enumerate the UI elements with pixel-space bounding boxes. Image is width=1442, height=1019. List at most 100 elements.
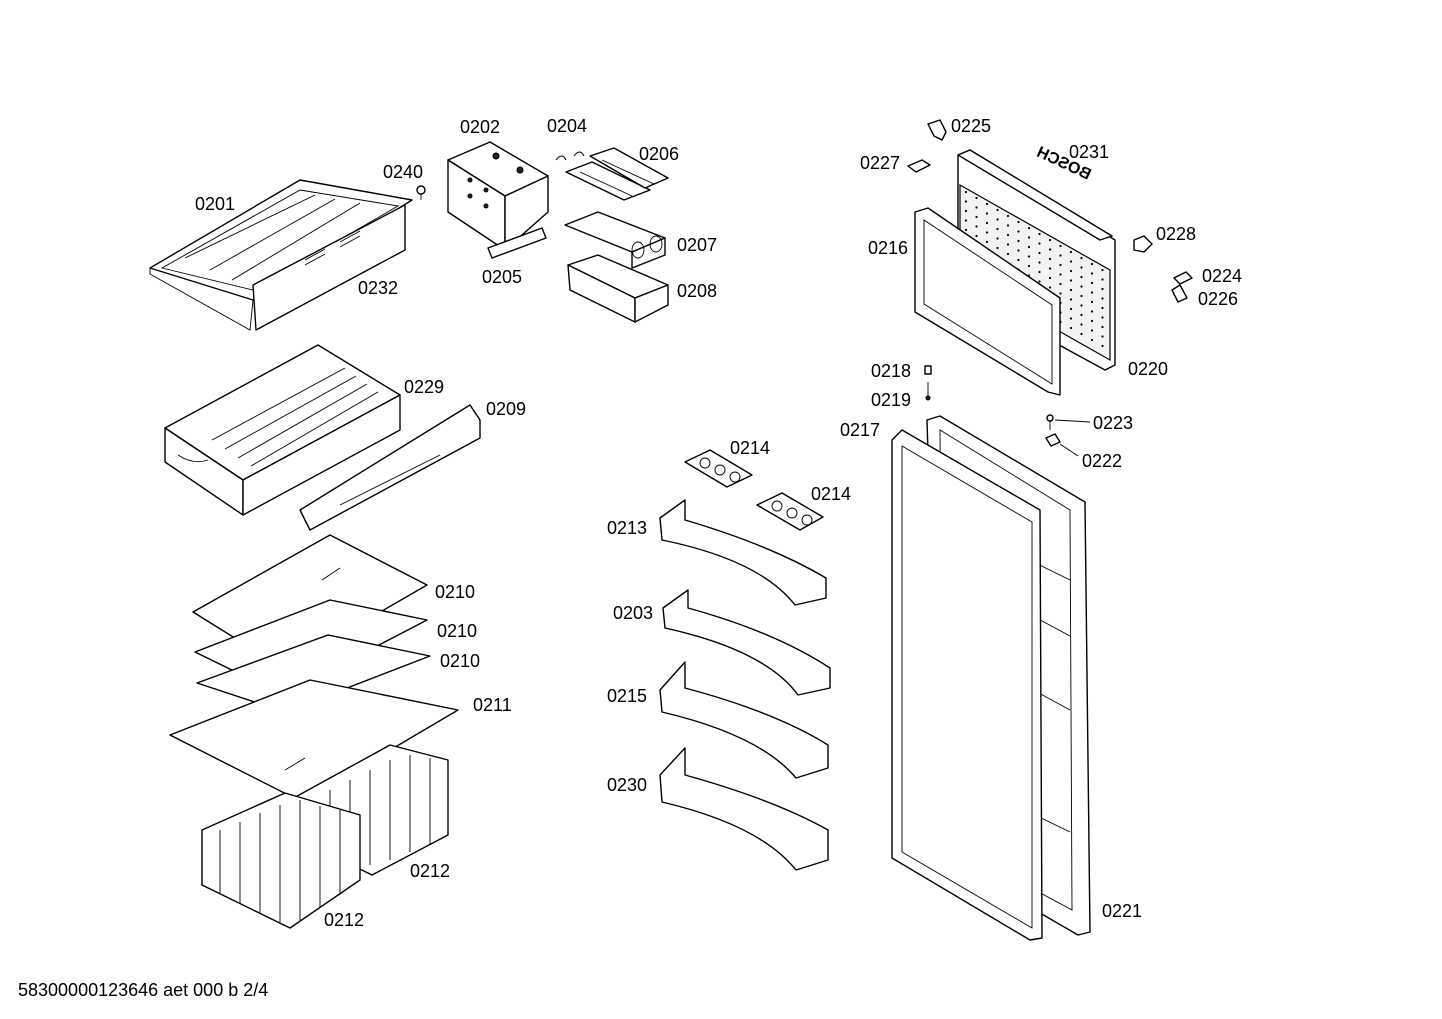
label-0227: 0227 xyxy=(860,153,900,173)
label-0232: 0232 xyxy=(358,278,398,298)
liner-dot xyxy=(1048,286,1052,289)
part-0224-block xyxy=(1173,271,1193,285)
part-0217-door-gasket xyxy=(891,429,1043,941)
liner-dot xyxy=(985,202,989,206)
liner-dot xyxy=(996,208,999,212)
liner-dot xyxy=(975,206,978,209)
part-0219-pin xyxy=(925,382,931,401)
liner-dot xyxy=(1090,272,1094,275)
liner-dot xyxy=(1048,238,1052,242)
part-0203-door-shelf xyxy=(662,589,831,696)
liner-dot xyxy=(1038,242,1041,245)
label-0220: 0220 xyxy=(1128,359,1168,379)
liner-dot xyxy=(985,231,989,234)
label-0215: 0215 xyxy=(607,686,647,706)
label-0207: 0207 xyxy=(677,235,717,255)
liner-dot xyxy=(975,225,978,228)
liner-dot xyxy=(1101,268,1104,272)
part-0208-tray xyxy=(567,254,669,323)
label-0240: 0240 xyxy=(383,162,423,182)
liner-dot xyxy=(964,190,968,194)
liner-dot xyxy=(1059,282,1062,286)
liner-dot xyxy=(1017,258,1020,262)
liner-dot xyxy=(1006,214,1010,218)
label-0230: 0230 xyxy=(607,775,647,795)
part-0201-shelf-frame xyxy=(149,179,413,331)
liner-dot xyxy=(1080,266,1083,269)
liner-dot xyxy=(1069,326,1073,330)
liner-dot xyxy=(964,209,968,213)
liner-dot xyxy=(1101,287,1104,291)
liner-dot xyxy=(1101,335,1104,338)
liner-dot xyxy=(1080,313,1083,317)
liner-dot xyxy=(1090,338,1094,342)
part-0215-door-shelf xyxy=(659,661,829,779)
label-0205: 0205 xyxy=(482,267,522,287)
liner-dot xyxy=(1069,307,1073,311)
part-0211-shelf xyxy=(169,679,459,803)
label-0212-b: 0212 xyxy=(324,910,364,930)
part-0204-clips xyxy=(555,151,585,161)
part-0205-strip xyxy=(487,227,547,259)
part-0212-crisper-front xyxy=(201,792,361,929)
liner-dot xyxy=(985,240,989,244)
label-0202: 0202 xyxy=(460,117,500,137)
liner-dot xyxy=(1027,236,1031,239)
liner-dot xyxy=(1090,281,1094,285)
liner-dot xyxy=(1006,224,1010,227)
label-0206: 0206 xyxy=(639,144,679,164)
liner-dot xyxy=(1038,232,1041,236)
liner-dot xyxy=(1080,323,1083,326)
label-0222: 0222 xyxy=(1082,451,1122,471)
liner-dot xyxy=(1090,300,1094,304)
liner-dot xyxy=(1017,220,1020,224)
label-0217: 0217 xyxy=(840,420,880,440)
label-0228: 0228 xyxy=(1156,224,1196,244)
label-0221: 0221 xyxy=(1102,901,1142,921)
liner-dot xyxy=(1069,250,1073,254)
liner-dot xyxy=(1080,256,1083,260)
label-0210-a: 0210 xyxy=(435,582,475,602)
label-0218: 0218 xyxy=(871,361,911,381)
liner-dot xyxy=(1101,344,1104,348)
liner-dot xyxy=(1080,275,1083,279)
liner-dot xyxy=(996,227,999,231)
label-0208: 0208 xyxy=(677,281,717,301)
liner-dot xyxy=(1027,264,1031,268)
liner-dot xyxy=(1101,297,1104,300)
part-0227-cap xyxy=(907,159,931,173)
liner-dot xyxy=(1090,262,1094,266)
liner-dot xyxy=(1038,280,1041,283)
liner-dot xyxy=(1048,267,1052,270)
label-0212-a: 0212 xyxy=(410,861,450,881)
part-0230-door-shelf xyxy=(659,747,829,871)
liner-dot xyxy=(996,246,999,250)
liner-dot xyxy=(1080,294,1083,298)
part-0223-screw xyxy=(1046,414,1054,430)
label-0211: 0211 xyxy=(473,695,512,715)
liner-dot xyxy=(1038,251,1041,255)
part-0209-front-panel xyxy=(299,404,481,531)
liner-dot xyxy=(996,237,999,240)
liner-dot xyxy=(1069,298,1073,301)
liner-dot xyxy=(1080,332,1083,336)
liner-dot xyxy=(1069,288,1073,292)
label-0214-b: 0214 xyxy=(811,484,851,504)
label-0223: 0223 xyxy=(1093,413,1133,433)
liner-dot xyxy=(1101,278,1104,281)
liner-dot xyxy=(964,219,968,222)
label-0210-b: 0210 xyxy=(437,621,477,641)
leader-lines xyxy=(1054,419,1091,457)
liner-dot xyxy=(1048,248,1052,251)
liner-dot xyxy=(1017,239,1020,243)
liner-dot xyxy=(985,212,989,215)
liner-dot xyxy=(975,215,978,219)
part-0218-bushing xyxy=(924,365,932,375)
part-0222-block xyxy=(1045,433,1061,447)
part-0229-drawer xyxy=(164,344,401,516)
liner-dot xyxy=(1006,233,1010,237)
liner-dot xyxy=(1101,306,1104,310)
label-0216: 0216 xyxy=(868,238,908,258)
liner-dot xyxy=(1059,273,1062,276)
part-0225-hinge xyxy=(927,119,947,141)
